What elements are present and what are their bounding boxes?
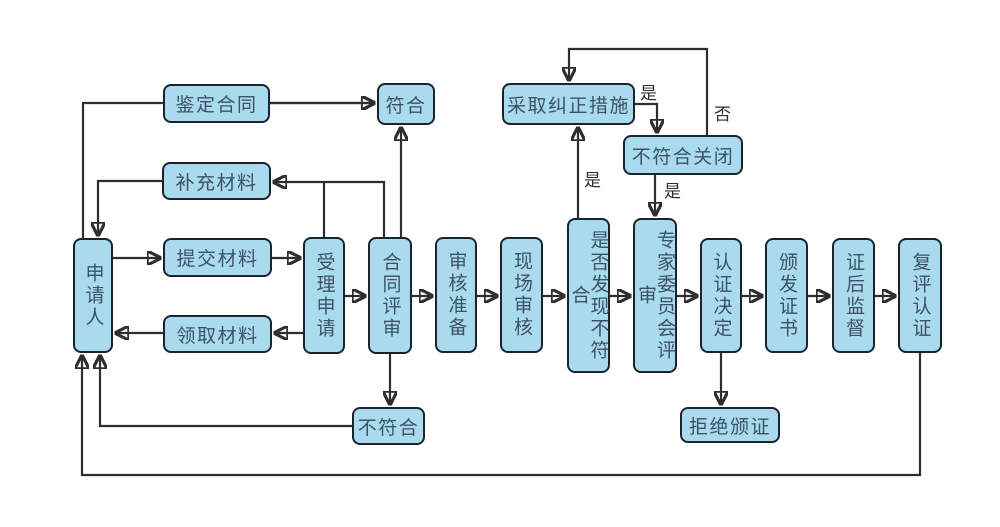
node-nonconformity-closed: 不符合关闭 <box>623 135 743 175</box>
node-submit-materials-label: 提交材料 <box>176 249 259 270</box>
node-accept-application: 受理申请 <box>303 237 345 354</box>
edge-contract-review-to-supplement <box>274 182 386 237</box>
node-contract-review: 合同评审 <box>368 237 412 354</box>
node-audit-preparation: 审核准备 <box>435 237 477 353</box>
node-contract-review-label: 合同评审 <box>379 251 401 340</box>
node-issue-certificate: 颁发证书 <box>765 238 808 353</box>
node-receive-materials: 领取材料 <box>163 315 272 353</box>
node-reevaluation-label: 复评认证 <box>909 251 931 340</box>
node-submit-materials: 提交材料 <box>163 238 272 277</box>
edge-corrective-to-nc-closed <box>635 102 657 132</box>
node-audit-preparation-label: 审核准备 <box>445 251 467 339</box>
node-nonconform: 不符合 <box>352 407 425 445</box>
edge-nonconform-to-applicant <box>100 356 352 428</box>
node-certification-decision-label: 认证决定 <box>710 251 732 340</box>
node-onsite-audit: 现场审核 <box>500 237 543 353</box>
node-issue-certificate-label: 颁发证书 <box>776 251 797 340</box>
node-receive-materials-label: 领取材料 <box>176 325 259 347</box>
edge-label-closed-no: 否 <box>714 105 731 124</box>
edge-supplement-to-applicant <box>98 179 162 235</box>
node-post-cert-supervision: 证后监督 <box>832 238 875 353</box>
node-identify-contract: 鉴定合同 <box>163 84 270 123</box>
node-nonconformity-found-label: 是否发现不符合 <box>568 229 609 362</box>
node-expert-committee: 专家委员会评审 <box>633 218 677 373</box>
node-conform: 符合 <box>377 83 435 125</box>
edge-label-closed-yes: 是 <box>664 182 681 201</box>
node-supplement-materials: 补充材料 <box>162 162 271 200</box>
node-expert-committee-label: 专家委员会评审 <box>635 229 675 362</box>
node-nonconformity-closed-label: 不符合关闭 <box>631 146 735 168</box>
node-corrective-action-label: 采取纠正措施 <box>506 95 630 117</box>
edge-nc-closed-loop-to-corrective <box>569 47 709 135</box>
node-nonconform-label: 不符合 <box>357 417 420 439</box>
node-nonconformity-found: 是否发现不符合 <box>567 218 610 373</box>
node-reevaluation: 复评认证 <box>898 238 942 353</box>
node-post-cert-supervision-label: 证后监督 <box>843 251 864 340</box>
edge-reevaluation-to-applicant <box>82 353 922 477</box>
edge-label-corrective-yes: 是 <box>640 84 657 103</box>
node-certification-decision: 认证决定 <box>700 238 742 353</box>
node-applicant: 申请人 <box>73 238 113 353</box>
node-conform-label: 符合 <box>385 95 427 117</box>
node-applicant-label: 申请人 <box>82 262 104 329</box>
node-onsite-audit-label: 现场审核 <box>511 251 532 339</box>
node-refuse-certificate: 拒绝颁证 <box>680 407 780 443</box>
node-identify-contract-label: 鉴定合同 <box>175 95 258 116</box>
node-corrective-action: 采取纠正措施 <box>502 83 635 125</box>
node-accept-application-label: 受理申请 <box>313 251 335 340</box>
node-refuse-certificate-label: 拒绝颁证 <box>688 416 771 438</box>
edge-label-found-yes: 是 <box>584 171 601 190</box>
node-supplement-materials-label: 补充材料 <box>175 172 258 194</box>
